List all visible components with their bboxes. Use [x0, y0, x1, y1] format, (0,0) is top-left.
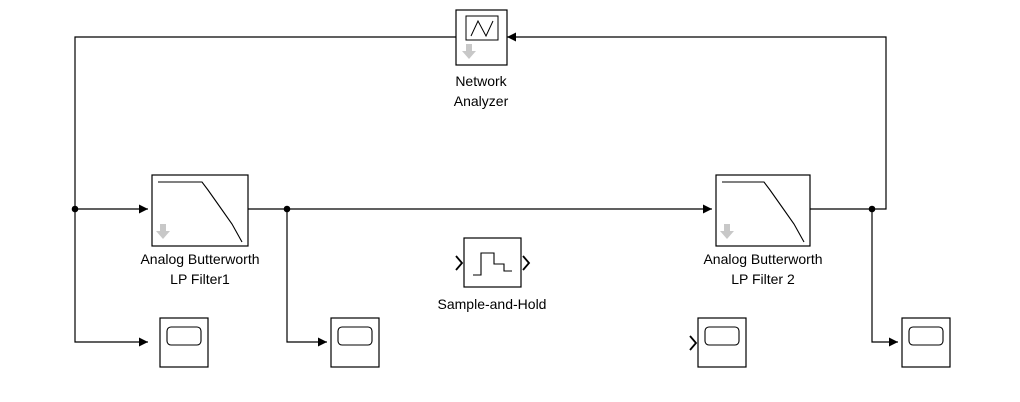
staircase-icon [473, 252, 512, 276]
scope2-block[interactable] [330, 317, 380, 368]
scope-icon [704, 326, 740, 346]
junction-dot-input [71, 205, 79, 213]
sample-and-hold-block[interactable]: Sample-and-Hold [438, 237, 547, 312]
down-arrow-icon [462, 44, 476, 59]
signal-line-to-scope4[interactable] [871, 209, 898, 347]
junction-dot-filter1-out [283, 205, 291, 213]
filter2-label-line1: Analog Butterworth [703, 251, 822, 267]
junction-dots [71, 205, 876, 213]
waveform-icon [465, 15, 499, 41]
filter2-block[interactable]: Analog Butterworth LP Filter 2 [703, 174, 823, 287]
input-port-icon [689, 335, 698, 351]
filter1-block[interactable]: Analog Butterworth LP Filter1 [140, 174, 260, 287]
signal-line-to-scope2[interactable] [286, 209, 327, 347]
down-arrow-icon [156, 224, 170, 239]
lowpass-response-icon [722, 181, 805, 243]
filter1-label-line1: Analog Butterworth [140, 251, 259, 267]
signal-lines [74, 32, 898, 347]
filter1-label-line2: LP Filter1 [170, 271, 230, 287]
input-port-icon [455, 255, 464, 271]
network-analyzer-block[interactable]: Network Analyzer [454, 9, 509, 109]
scope-icon [337, 326, 373, 346]
signal-line-analyzer-out[interactable] [74, 36, 456, 347]
scope4-block[interactable] [901, 317, 951, 368]
sample-and-hold-label: Sample-and-Hold [438, 296, 547, 312]
network-analyzer-label-line1: Network [455, 73, 507, 89]
scope-icon [908, 326, 944, 346]
network-analyzer-label-line2: Analyzer [454, 93, 509, 109]
scope-icon [166, 326, 202, 346]
output-port-icon [522, 255, 531, 271]
junction-dot-filter2-out [868, 205, 876, 213]
filter2-label-line2: LP Filter 2 [731, 271, 795, 287]
scope1-block[interactable] [159, 317, 209, 368]
lowpass-response-icon [158, 181, 243, 243]
scope3-block[interactable] [689, 317, 747, 368]
down-arrow-icon [720, 224, 734, 239]
signal-line-filter2-to-analyzer[interactable] [507, 32, 887, 210]
